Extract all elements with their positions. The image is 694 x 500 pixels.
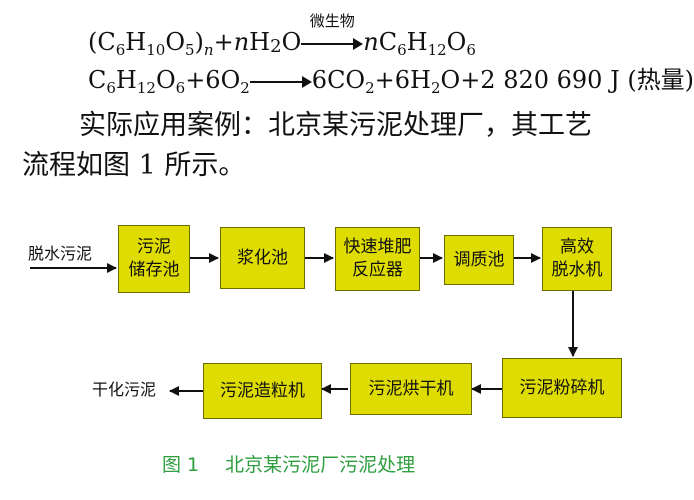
eq-text: O <box>155 66 176 94</box>
eq-sub: n <box>203 41 214 59</box>
eq-text: ) <box>194 28 204 56</box>
eq-text: + <box>213 28 234 56</box>
eq-sub: 2 <box>270 36 282 57</box>
figure-title: 北京某污泥厂污泥处理 <box>225 454 416 476</box>
box-sludge-granulator: 污泥造粒机 <box>203 363 322 419</box>
eq-sub: 2 <box>365 79 375 97</box>
eq-text: (C <box>88 28 116 56</box>
figure-caption: 图 1 北京某污泥厂污泥处理 <box>162 456 415 475</box>
eq-sub: 10 <box>146 41 166 59</box>
eq-text: C <box>378 28 398 56</box>
eq-text: O <box>446 28 467 56</box>
box-sludge-dryer: 污泥烘干机 <box>350 363 472 415</box>
eq-sub: 2 <box>430 79 441 97</box>
eq-text: O <box>281 28 302 56</box>
paragraph-line-1: 实际应用案例：北京某污泥处理厂，其工艺 <box>79 110 592 141</box>
eq-text: 6CO <box>311 66 366 94</box>
box-rapid-compost-reactor: 快速堆肥 反应器 <box>335 227 420 291</box>
eq-sub: 2 <box>240 79 250 97</box>
eq-text: H <box>115 66 137 94</box>
reaction-arrow: 微生物 <box>301 13 364 56</box>
eq-sub: 6 <box>106 79 116 97</box>
eq-text: +6O <box>185 66 241 94</box>
eq-text: H <box>249 28 271 56</box>
box-high-efficiency-dewatering: 高效 脱水机 <box>542 227 612 291</box>
box-sludge-crusher: 污泥粉碎机 <box>502 358 622 418</box>
eq-sub: 6 <box>397 41 407 59</box>
eq-sub: 6 <box>175 79 186 97</box>
eq-text: n <box>363 28 379 56</box>
reaction-condition: 微生物 <box>309 11 355 30</box>
reaction-arrow <box>249 70 312 94</box>
eq-text: H <box>406 28 428 56</box>
box-slurry-tank: 浆化池 <box>220 227 305 289</box>
box-conditioning-tank: 调质池 <box>444 235 514 285</box>
flow-arrows <box>30 253 578 396</box>
eq-sub: 12 <box>427 41 447 59</box>
figure-number: 图 1 <box>162 454 200 476</box>
eq-text: n <box>233 28 250 56</box>
eq-sub: 12 <box>136 79 156 97</box>
eq-text: +6H <box>374 66 431 94</box>
eq-sub: 6 <box>466 41 476 59</box>
input-label: 脱水污泥 <box>28 244 93 263</box>
eq-text: C <box>88 66 107 94</box>
eq-text: O <box>165 28 185 56</box>
box-sludge-storage-tank: 污泥 储存池 <box>118 225 190 293</box>
output-label: 干化污泥 <box>92 380 157 399</box>
paragraph-line-2: 流程如图 1 所示。 <box>22 150 246 181</box>
eq-sub: 6 <box>115 41 126 59</box>
eq-text: H <box>125 28 147 56</box>
eq-text: O+2 820 690 J (热量) <box>440 66 694 94</box>
eq-sub: 5 <box>185 41 195 59</box>
